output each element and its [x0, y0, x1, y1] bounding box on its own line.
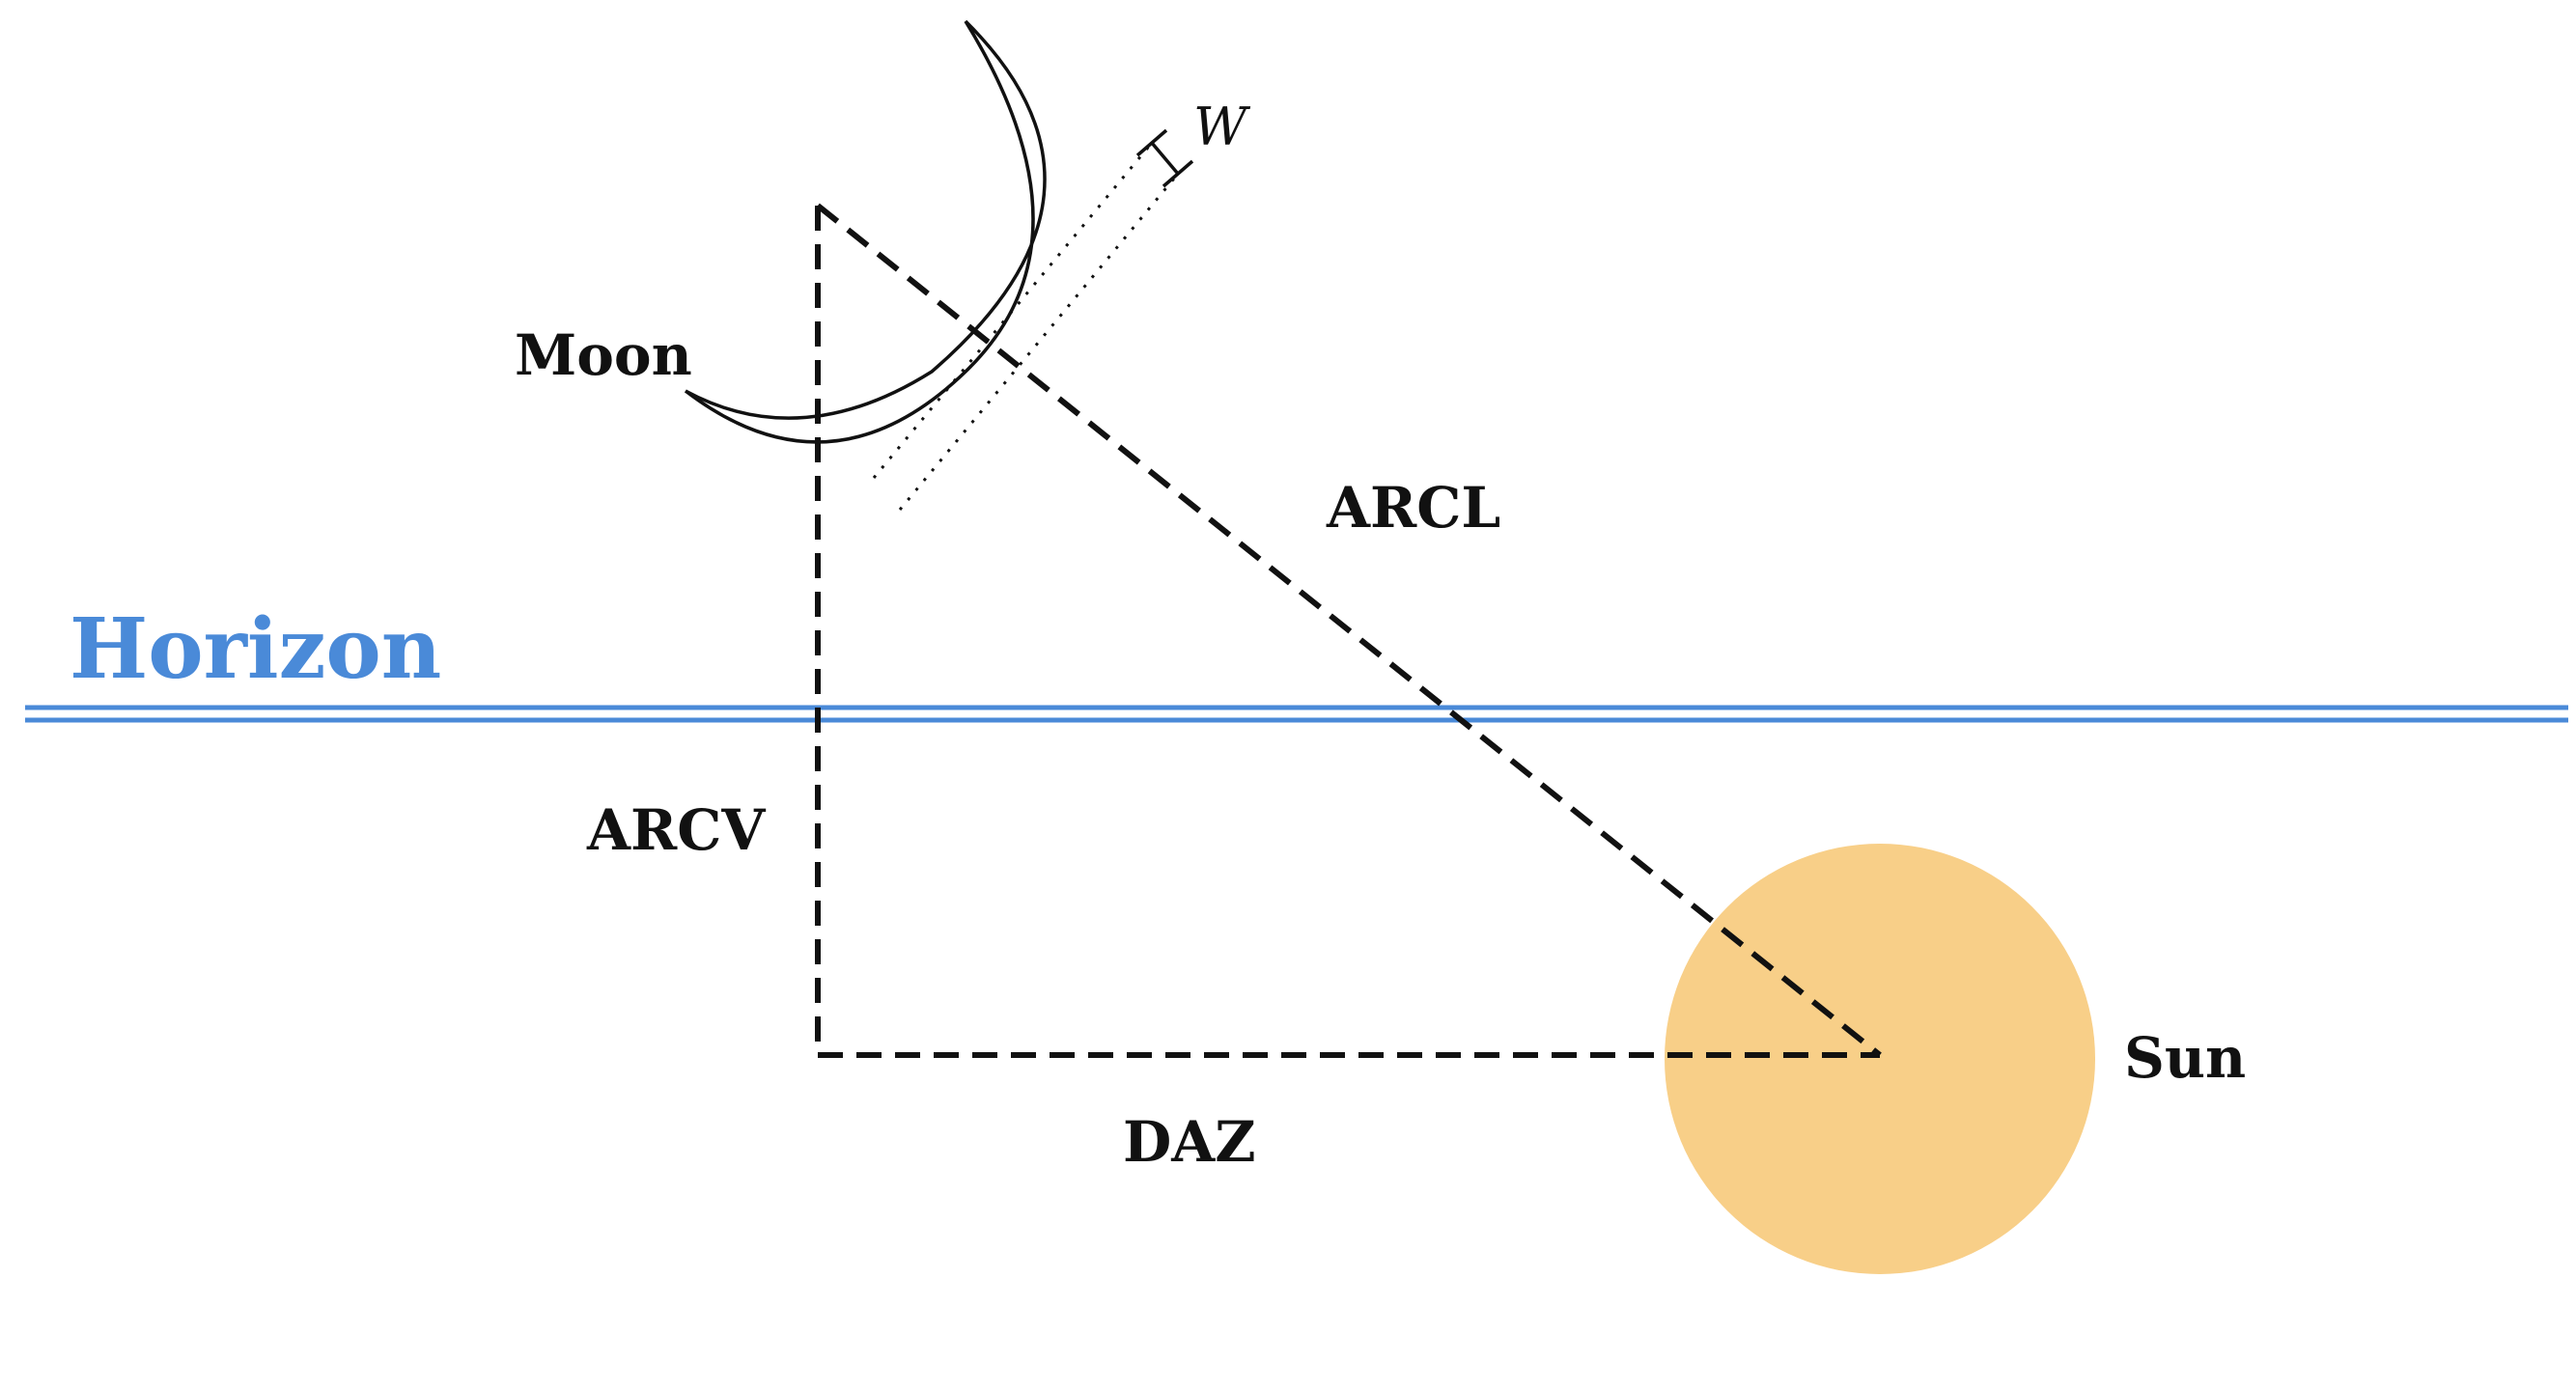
moon-crescent — [684, 19, 1047, 444]
sun-label: Sun — [2124, 1025, 2246, 1091]
w-label: W — [1193, 97, 1251, 157]
arc-triangle — [815, 203, 1882, 1058]
arcv-label: ARCV — [586, 797, 766, 863]
arcl-label: ARCL — [1326, 475, 1500, 541]
horizon-line — [25, 705, 2568, 723]
daz-label: DAZ — [1123, 1109, 1256, 1175]
sun-disc — [1665, 844, 2095, 1274]
moon-label: Moon — [515, 322, 692, 388]
horizon-label: Horizon — [70, 600, 441, 698]
w-dimension-marker — [1135, 128, 1194, 188]
arcl-line — [816, 203, 1882, 1058]
